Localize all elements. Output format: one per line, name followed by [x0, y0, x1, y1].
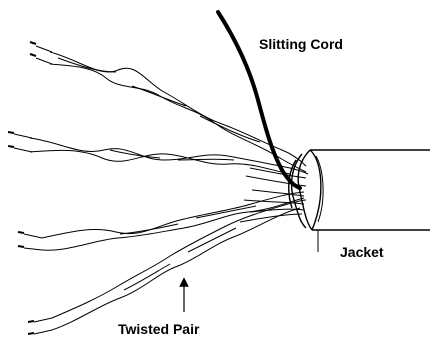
jacket	[289, 150, 430, 230]
bundle-wires	[240, 168, 306, 222]
twisted-pair-3	[18, 192, 304, 250]
twisted-pair-label: Twisted Pair	[118, 321, 199, 337]
twisted-pair-1	[30, 42, 306, 172]
twisted-pair-2	[8, 132, 308, 174]
jacket-label: Jacket	[340, 244, 384, 260]
slitting-cord-label: Slitting Cord	[259, 36, 343, 52]
twisted-pair-4	[28, 200, 306, 334]
